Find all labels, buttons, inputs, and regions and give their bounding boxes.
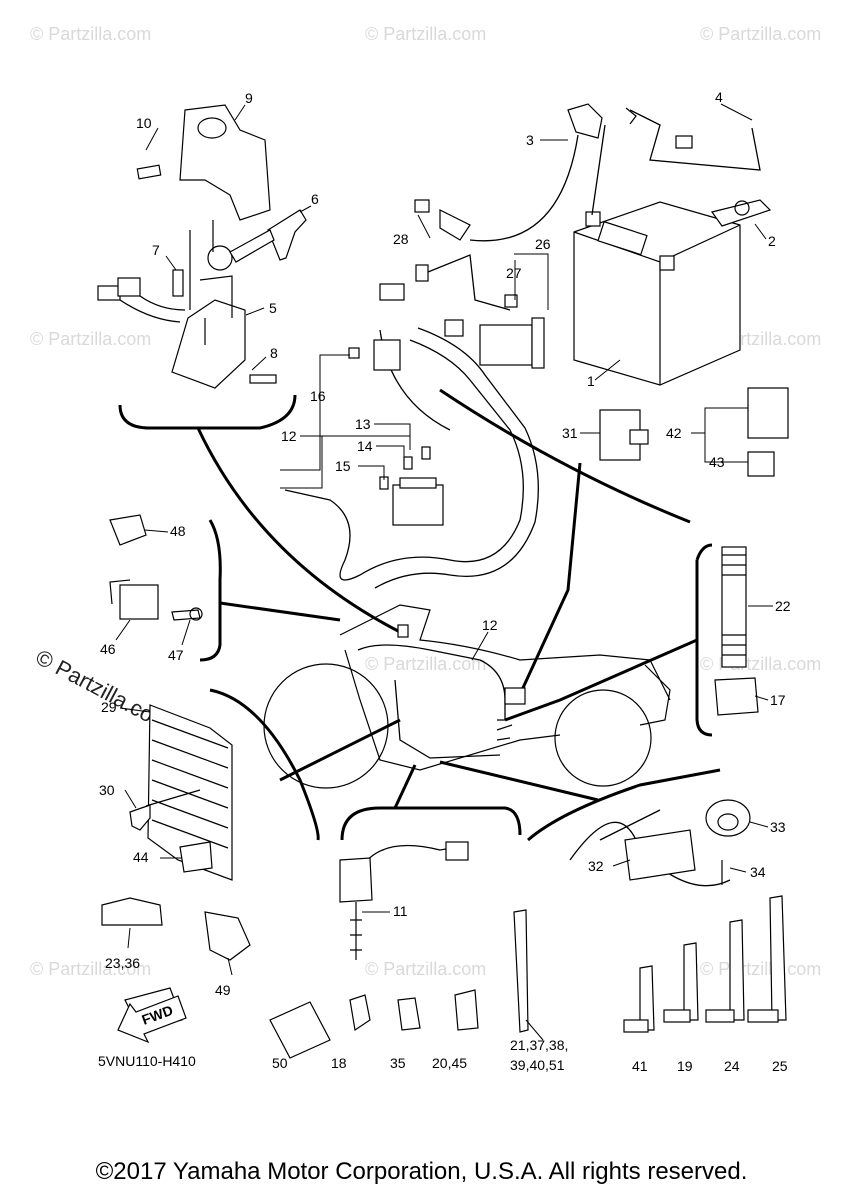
main-switch-assembly [97,104,307,389]
group-dividers [118,388,721,842]
callout-30: 30 [99,782,115,798]
copyright-notice: ©2017 Yamaha Motor Corporation, U.S.A. A… [95,1158,748,1185]
callout-28: 28 [393,231,409,247]
callout-33: 33 [770,819,786,835]
callout-47: 47 [168,647,184,663]
callout-leaders [115,103,773,1041]
callout-19: 19 [677,1058,693,1074]
watermark: © Partzilla.com [30,959,151,979]
callout-31: 31 [562,425,578,441]
callout-32: 32 [588,858,604,874]
callout-25: 25 [772,1058,788,1074]
watermark: © Partzilla.com [700,959,821,979]
callout-7: 7 [152,242,160,258]
callout-44: 44 [133,849,149,865]
callout-26: 26 [535,236,551,252]
callout-22: 22 [775,598,791,614]
watermark: © Partzilla.com [700,24,821,44]
callout-11: 11 [393,903,408,919]
watermark: © Partzilla.com [30,329,151,349]
right-side-group [569,546,759,887]
callout-14: 14 [357,438,373,454]
callout-17: 17 [770,692,786,708]
callout-35: 35 [390,1055,406,1071]
callout-5: 5 [269,300,277,316]
group-leaders [196,427,698,809]
watermark: © Partzilla.com [365,654,486,674]
callout-20-45: 20,45 [432,1055,467,1071]
callout-18: 18 [331,1055,347,1071]
callout-9: 9 [245,90,253,106]
callout-16: 16 [310,388,326,404]
callout-50: 50 [272,1055,288,1071]
motorcycle-outline [263,604,671,789]
watermark: © Partzilla.com [30,24,151,44]
battery-assembly [414,103,789,477]
callout-23-36: 23,36 [105,955,140,971]
callout-15: 15 [335,458,351,474]
callout-24: 24 [724,1058,740,1074]
wire-harness [284,283,539,589]
callout-3: 3 [526,132,534,148]
fwd-indicator: FWD [117,995,187,1044]
sensor-group-left [109,514,203,621]
watermark: © Partzilla.com [365,24,486,44]
callout-41: 41 [632,1058,648,1074]
callout-4: 4 [715,89,723,105]
callout-29: 29 [101,699,117,715]
diagram-code: 5VNU110-H410 [98,1053,196,1069]
callout-labels: 9 10 6 7 5 8 4 3 2 26 27 28 1 31 42 43 1… [99,89,791,1074]
callout-42: 42 [666,425,682,441]
callout-21-37-38: 21,37,38, [510,1037,568,1053]
regulator-group [101,704,331,1059]
watermark: © Partzilla.com [365,959,486,979]
callout-2: 2 [768,233,776,249]
callout-13: 13 [355,416,371,432]
callout-39-40-51: 39,40,51 [510,1057,565,1073]
switch-and-ties-group [339,841,529,1033]
callout-12-bike: 12 [482,617,498,633]
callout-43: 43 [709,454,725,470]
callout-46: 46 [100,641,116,657]
callout-49: 49 [215,982,231,998]
callout-48: 48 [170,523,186,539]
callout-12-harness: 12 [281,428,297,444]
callout-34: 34 [750,864,766,880]
callout-6: 6 [311,191,319,207]
callout-1: 1 [587,373,595,389]
callout-10: 10 [136,115,152,131]
callout-27: 27 [506,265,522,281]
watermark: © Partzilla.com [700,654,821,674]
callout-8: 8 [270,345,278,361]
cable-ties-group [623,895,787,1033]
